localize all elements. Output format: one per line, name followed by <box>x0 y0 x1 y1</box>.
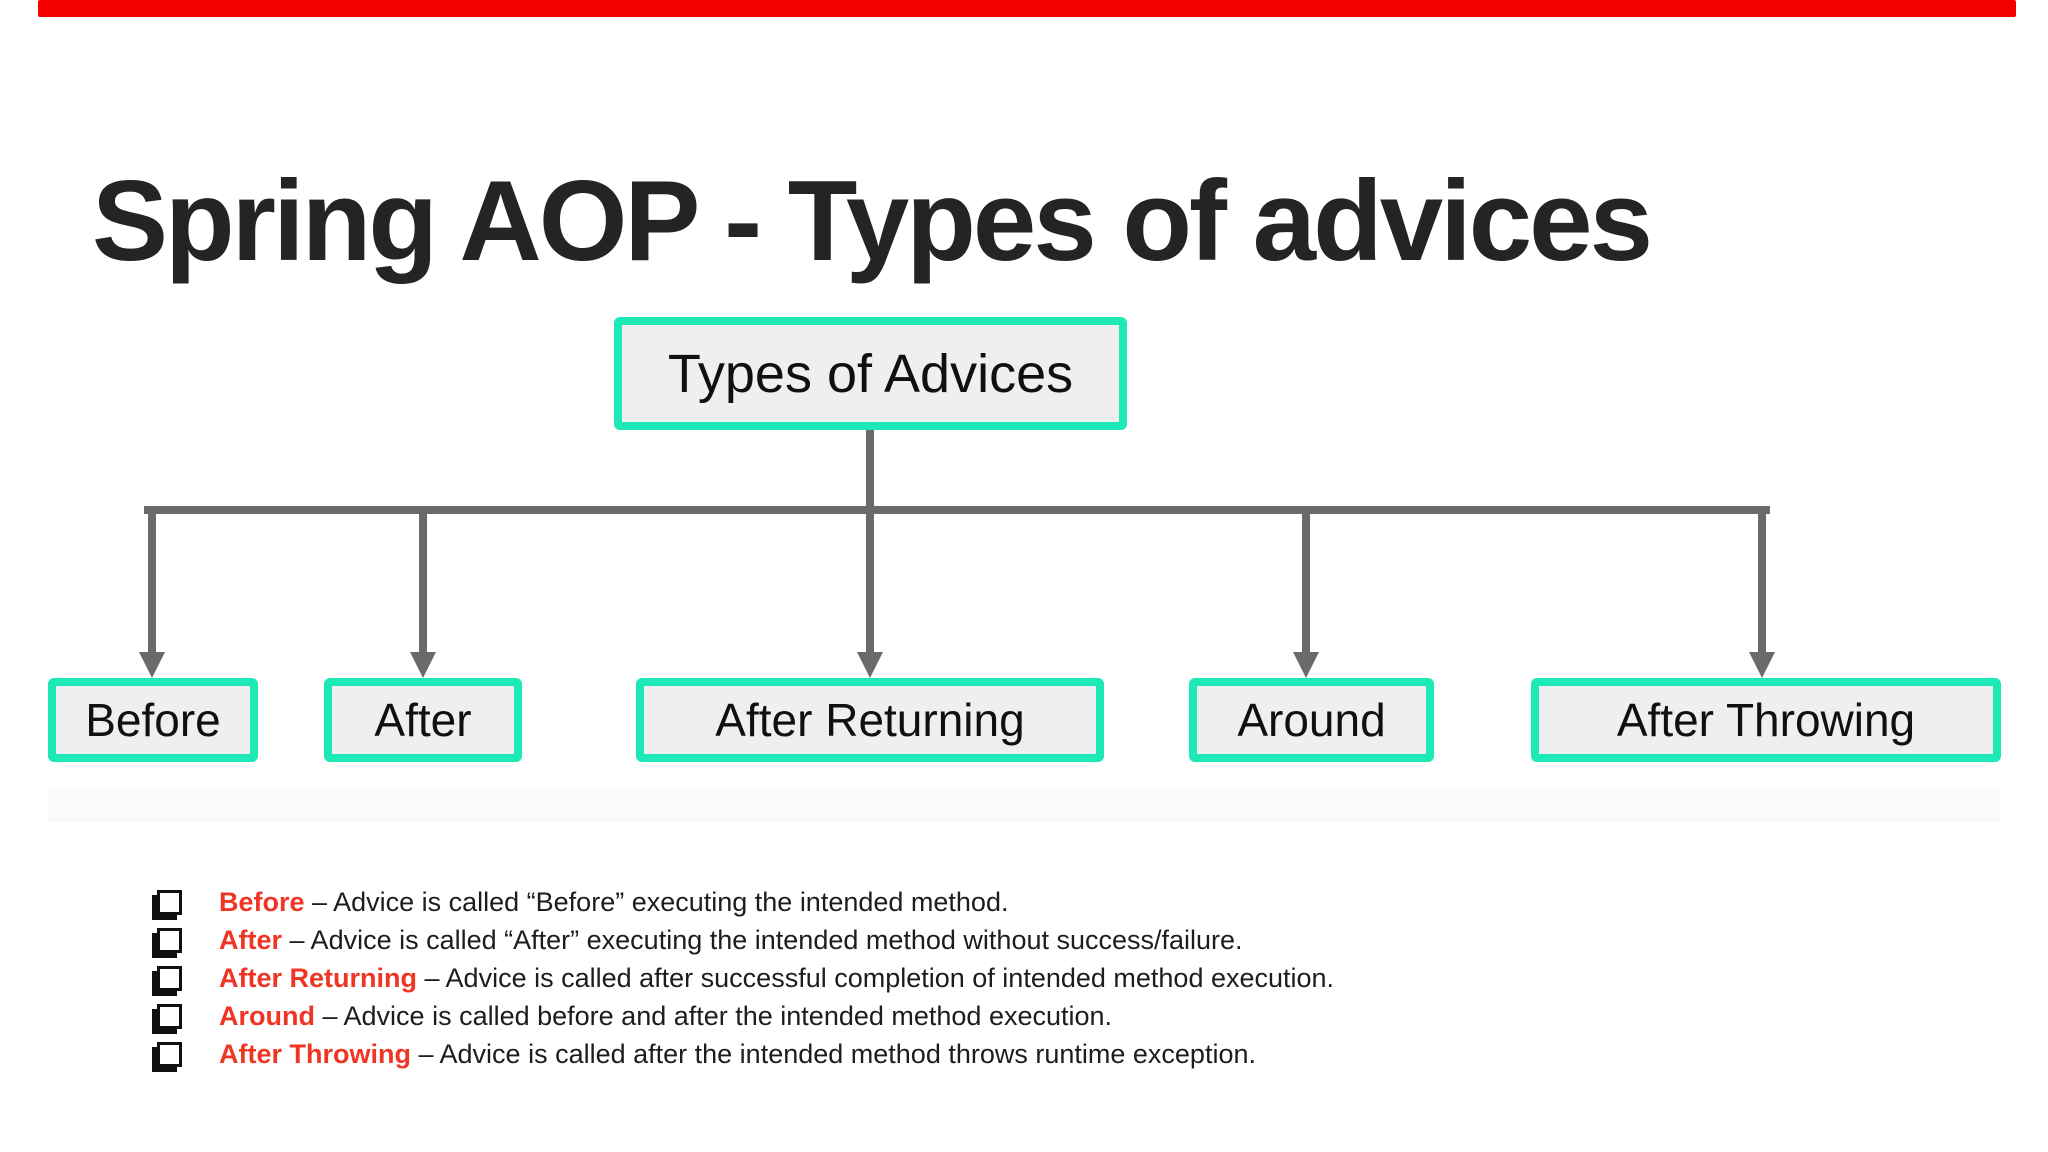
diagram-node-types-of-advices: Types of Advices <box>614 317 1127 430</box>
node-label: Around <box>1237 694 1386 746</box>
arrowhead-icon <box>139 652 165 678</box>
advice-term: Around <box>219 1001 315 1031</box>
list-item-text: After Throwing – Advice is called after … <box>219 1036 1256 1073</box>
arrowhead-icon <box>410 652 436 678</box>
advice-description: – Advice is called after the intended me… <box>418 1039 1256 1069</box>
arrowhead-icon <box>857 652 883 678</box>
list-item: Around – Advice is called before and aft… <box>152 998 1912 1035</box>
list-item-text: After Returning – Advice is called after… <box>219 960 1334 997</box>
advice-term: Before <box>219 887 305 917</box>
list-item: After Throwing – Advice is called after … <box>152 1036 1912 1073</box>
list-item: Before – Advice is called “Before” execu… <box>152 884 1912 921</box>
list-item-text: After – Advice is called “After” executi… <box>219 922 1243 959</box>
advice-term: After <box>219 925 283 955</box>
connector-drop-before <box>148 506 156 654</box>
node-label: Before <box>85 694 221 746</box>
advice-definition-list: Before – Advice is called “Before” execu… <box>152 884 1912 1074</box>
node-label: Types of Advices <box>667 343 1074 404</box>
connector-drop-after-throwing <box>1758 506 1766 654</box>
connector-root-stem <box>866 428 874 508</box>
arrowhead-icon <box>1749 652 1775 678</box>
connector-horizontal-line <box>144 506 1770 514</box>
advice-term: After Returning <box>219 963 417 993</box>
list-item-text: Around – Advice is called before and aft… <box>219 998 1112 1035</box>
list-item-text: Before – Advice is called “Before” execu… <box>219 884 1008 921</box>
diagram-node-after-throwing: After Throwing <box>1531 678 2001 762</box>
diagram-node-after: After <box>324 678 522 762</box>
diagram-node-before: Before <box>48 678 258 762</box>
page-title: Spring AOP - Types of advices <box>92 158 1653 286</box>
faint-shadow-band <box>48 788 2000 822</box>
advice-description: – Advice is called after successful comp… <box>424 963 1335 993</box>
checkbox-bullet-icon <box>157 928 182 953</box>
checkbox-bullet-icon <box>157 966 182 991</box>
connector-drop-after <box>419 506 427 654</box>
advice-description: – Advice is called “After” executing the… <box>289 925 1243 955</box>
advice-term: After Throwing <box>219 1039 411 1069</box>
diagram-node-around: Around <box>1189 678 1434 762</box>
advice-description: – Advice is called “Before” executing th… <box>312 887 1009 917</box>
node-label: After <box>374 694 472 746</box>
node-label: After Returning <box>715 694 1025 746</box>
list-item: After Returning – Advice is called after… <box>152 960 1912 997</box>
diagram-node-after-returning: After Returning <box>636 678 1104 762</box>
checkbox-bullet-icon <box>157 890 182 915</box>
progress-bar <box>38 0 2016 17</box>
list-item: After – Advice is called “After” executi… <box>152 922 1912 959</box>
node-label: After Throwing <box>1616 694 1916 746</box>
arrowhead-icon <box>1293 652 1319 678</box>
connector-drop-around <box>1302 506 1310 654</box>
checkbox-bullet-icon <box>157 1004 182 1029</box>
connector-drop-after-returning <box>866 506 874 654</box>
checkbox-bullet-icon <box>157 1042 182 1067</box>
advice-description: – Advice is called before and after the … <box>322 1001 1113 1031</box>
